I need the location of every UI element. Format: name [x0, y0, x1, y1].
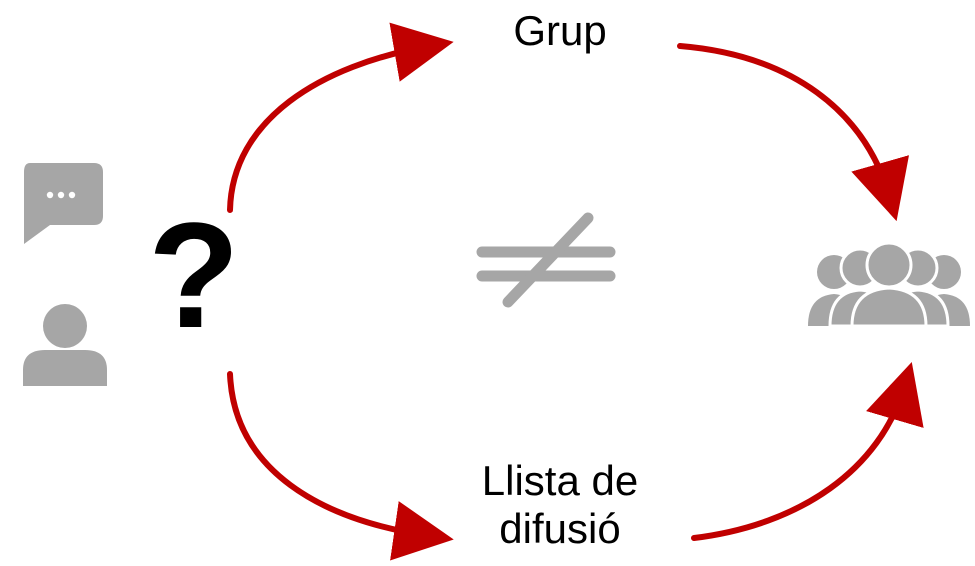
- group-of-people-icon: [808, 241, 970, 328]
- broadcast-list-label-line2: difusió: [499, 505, 621, 552]
- group-label: Grup: [513, 7, 607, 54]
- arrow-sender-to-broadcast-list: [227, 371, 454, 561]
- arrow-broadcast-list-to-recipients: [691, 361, 924, 541]
- question-mark: ?: [148, 191, 240, 359]
- arrows: [227, 22, 924, 561]
- person-icon: [23, 304, 107, 386]
- arrow-sender-to-group: [227, 22, 454, 213]
- arrow-group-to-recipients: [677, 43, 909, 222]
- not-equal-icon: [476, 212, 616, 308]
- broadcast-list-label-line1: Llista de: [481, 457, 639, 504]
- chat-bubble-icon: [24, 163, 103, 244]
